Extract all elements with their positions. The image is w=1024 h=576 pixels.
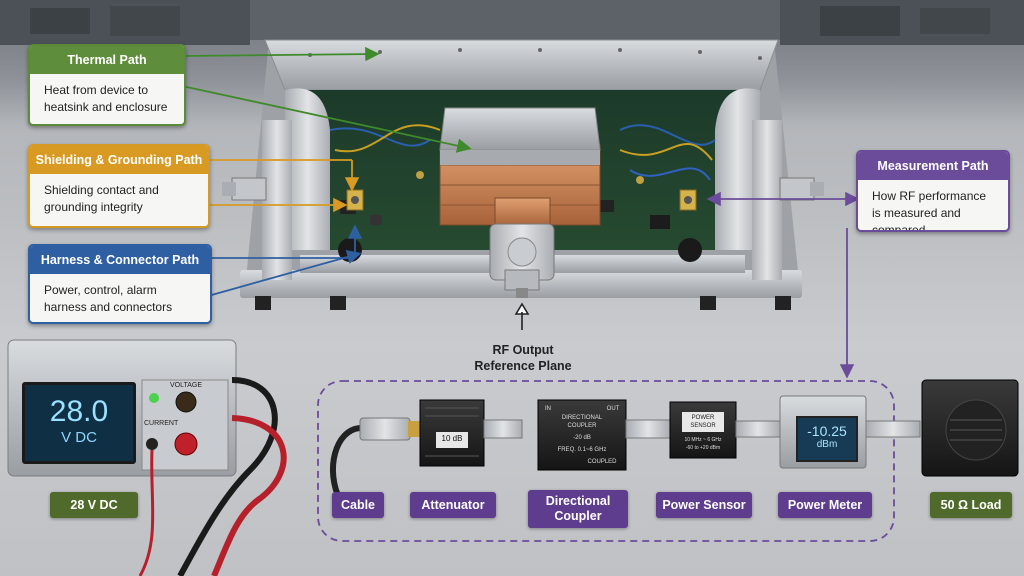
thermal-path-callout: Thermal Path Heat from device to heatsin…	[28, 44, 186, 126]
measurement-path-title: Measurement Path	[858, 152, 1008, 180]
shielding-path-callout: Shielding & Grounding Path Shielding con…	[28, 144, 210, 228]
psu-current-label: CURRENT	[144, 420, 179, 427]
load-label: 50 Ω Load	[930, 492, 1012, 518]
directional-coupler-label: Directional Coupler	[528, 490, 628, 528]
harness-path-description: Power, control, alarm harness and connec…	[44, 283, 173, 314]
sensor-face-title: POWER SENSOR	[682, 412, 724, 432]
coupler-face-value: -20 dB	[573, 435, 591, 441]
psu-display-unit: V DC	[61, 429, 97, 446]
attenuator-value: 10 dB	[441, 434, 463, 443]
power-meter-label: Power Meter	[778, 492, 872, 518]
measurement-path-description: How RF performance is measured and compa…	[872, 189, 987, 232]
attenuator-label: Attenuator	[410, 492, 496, 518]
reference-label-line1: RF Output	[492, 343, 554, 357]
cable-label: Cable	[332, 492, 384, 518]
coupler-face-coupled: COUPLED	[587, 459, 617, 465]
coupler-out-label: OUT	[606, 406, 620, 412]
harness-path-callout: Harness & Connector Path Power, control,…	[28, 244, 212, 324]
coupler-face-title: DIRECTIONAL COUPLER	[561, 415, 603, 429]
shielding-path-description: Shielding contact and grounding integrit…	[44, 183, 159, 214]
psu-display: 28.0 V DC	[22, 382, 136, 464]
rf-output-reference-label: RF Output Reference Plane	[458, 342, 588, 374]
psu-voltage-label: VOLTAGE	[170, 382, 203, 389]
harness-path-title: Harness & Connector Path	[30, 246, 210, 274]
sensor-face-range: 10 MHz ~ 6 GHz	[684, 437, 722, 443]
power-meter-value: -10.25	[807, 423, 847, 439]
thermal-path-description: Heat from device to heatsink and enclosu…	[44, 83, 168, 114]
thermal-path-title: Thermal Path	[30, 46, 184, 74]
psu-display-value: 28.0	[49, 395, 109, 428]
sensor-face-level: -60 to +20 dBm	[685, 445, 721, 451]
power-meter-display: -10.25 dBm	[796, 416, 858, 462]
psu-voltage-pill: 28 V DC	[50, 492, 138, 518]
power-meter-unit: dBm	[816, 439, 838, 450]
coupler-in-label: IN	[545, 406, 551, 412]
reference-label-line2: Reference Plane	[474, 359, 572, 373]
measurement-path-callout: Measurement Path How RF performance is m…	[856, 150, 1010, 232]
shielding-path-title: Shielding & Grounding Path	[30, 146, 208, 174]
coupler-face-freq: FREQ. 0.1~6 GHz	[557, 447, 607, 453]
power-sensor-label: Power Sensor	[656, 492, 752, 518]
